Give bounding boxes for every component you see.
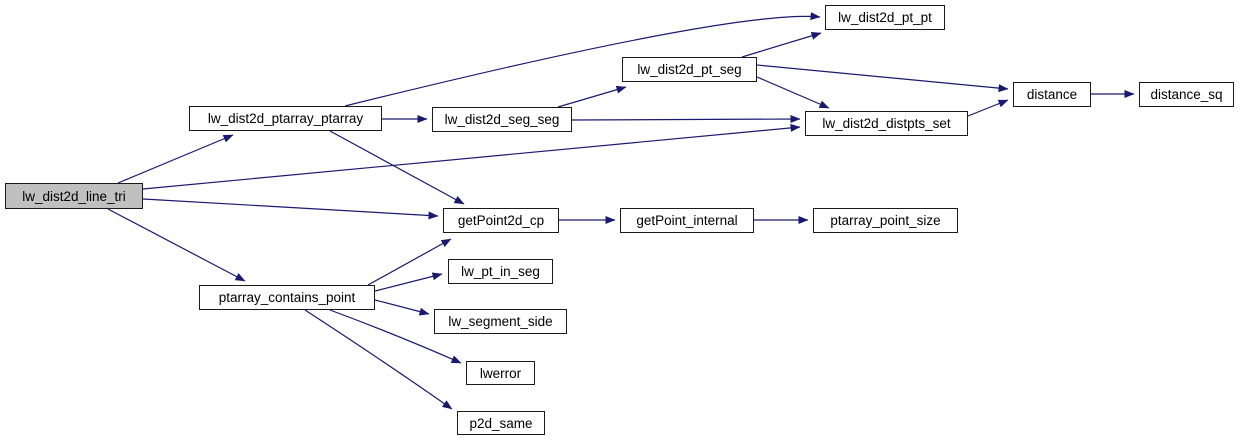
- edge-ptarray_contains_point-to-p2d_same: [304, 309, 453, 410]
- node-lw_pt_in_seg[interactable]: lw_pt_in_seg: [448, 259, 553, 284]
- node-lw_dist2d_pt_seg[interactable]: lw_dist2d_pt_seg: [622, 57, 757, 82]
- node-ptarray_point_size[interactable]: ptarray_point_size: [813, 208, 958, 233]
- node-lwerror[interactable]: lwerror: [466, 361, 535, 385]
- edge-lw_dist2d_ptarray_ptarray-to-lw_dist2d_pt_pt: [344, 12, 821, 107]
- edge-lw_dist2d_pt_seg-to-distance: [756, 64, 1009, 93]
- node-distance_sq[interactable]: distance_sq: [1139, 82, 1234, 107]
- node-lw_segment_side[interactable]: lw_segment_side: [434, 309, 567, 334]
- node-lw_dist2d_line_tri: lw_dist2d_line_tri: [5, 183, 143, 209]
- edge-lw_dist2d_distpts_set-to-distance: [967, 99, 1009, 117]
- node-lw_dist2d_ptarray_ptarray[interactable]: lw_dist2d_ptarray_ptarray: [189, 106, 382, 131]
- edge-lw_dist2d_pt_seg-to-lw_dist2d_distpts_set: [756, 76, 830, 109]
- edge-lw_dist2d_seg_seg-to-lw_dist2d_distpts_set: [571, 115, 801, 124]
- node-ptarray_contains_point[interactable]: ptarray_contains_point: [199, 285, 375, 310]
- edge-lw_dist2d_line_tri-to-lw_dist2d_distpts_set: [142, 123, 801, 190]
- edge-ptarray_contains_point-to-lwerror: [329, 309, 462, 364]
- node-distance[interactable]: distance: [1013, 82, 1091, 107]
- edge-ptarray_contains_point-to-getPoint2d_cp: [367, 238, 452, 286]
- node-lw_dist2d_distpts_set[interactable]: lw_dist2d_distpts_set: [805, 111, 968, 136]
- edge-lw_dist2d_line_tri-to-lw_dist2d_ptarray_ptarray: [117, 134, 234, 184]
- edge-lw_dist2d_pt_seg-to-lw_dist2d_pt_pt: [741, 31, 822, 58]
- edge-lw_dist2d_line_tri-to-ptarray_contains_point: [107, 208, 246, 282]
- node-getPoint_internal[interactable]: getPoint_internal: [620, 208, 754, 233]
- edge-lw_dist2d_ptarray_ptarray-to-getPoint2d_cp: [329, 130, 465, 205]
- node-lw_dist2d_seg_seg[interactable]: lw_dist2d_seg_seg: [432, 107, 572, 132]
- node-lw_dist2d_pt_pt[interactable]: lw_dist2d_pt_pt: [825, 5, 945, 30]
- node-p2d_same[interactable]: p2d_same: [457, 411, 545, 435]
- edge-ptarray_contains_point-to-lw_pt_in_seg: [374, 272, 443, 292]
- node-getPoint2d_cp[interactable]: getPoint2d_cp: [443, 208, 559, 233]
- edge-ptarray_contains_point-to-lw_segment_side: [374, 299, 430, 316]
- edge-lw_dist2d_seg_seg-to-lw_dist2d_pt_seg: [557, 85, 627, 108]
- edge-lw_dist2d_line_tri-to-getPoint2d_cp: [142, 198, 439, 220]
